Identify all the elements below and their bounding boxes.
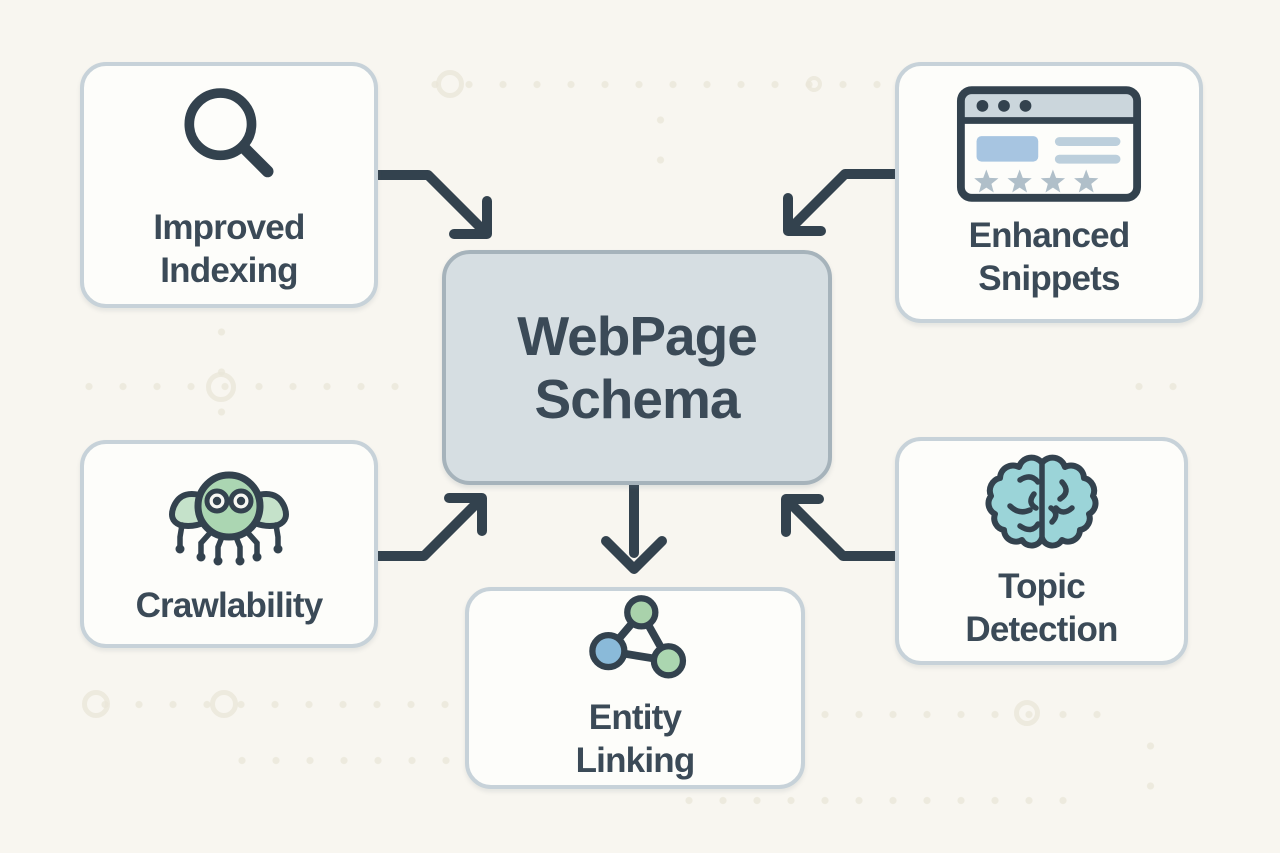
background-dots: [656, 100, 665, 192]
background-dots: [72, 382, 402, 391]
node-label: Enhanced Snippets: [968, 215, 1131, 298]
background-dots: [418, 80, 888, 89]
background-dots: [1146, 726, 1155, 806]
arrow-topic-detection-to-center: [781, 494, 900, 561]
node-label: Improved Indexing: [153, 208, 305, 290]
background-ring: [82, 690, 110, 718]
node-crawlability: Crawlability: [80, 440, 378, 648]
brain-icon: [985, 454, 1098, 549]
arrow-enhanced-snippets-to-center: [783, 169, 900, 236]
background-dots: [88, 700, 460, 709]
background-ring: [436, 70, 464, 98]
background-dots: [672, 710, 1102, 719]
node-label: Entity Linking: [575, 698, 696, 780]
node-topic-detection: Topic Detection: [895, 437, 1188, 665]
background-ring: [1014, 700, 1040, 726]
node-enhanced-snippets: Enhanced Snippets: [895, 62, 1203, 323]
arrow-center-to-entity-linking: [601, 478, 667, 574]
center-title-line1: WebPage: [517, 304, 758, 367]
arrow-improved-indexing-to-center: [373, 170, 492, 239]
arrow-crawlability-to-center: [373, 493, 487, 561]
rating-stars: [974, 169, 1099, 193]
background-ring: [210, 690, 238, 718]
node-label: Crawlability: [135, 585, 324, 625]
background-dots: [217, 312, 226, 430]
background-dots: [1122, 382, 1192, 391]
center-title: WebPage Schema: [517, 304, 758, 430]
node-webpage-schema: WebPage Schema: [442, 250, 832, 485]
browser-snippet-icon: [956, 86, 1142, 202]
background-ring: [806, 76, 822, 92]
node-label: Topic Detection: [965, 567, 1118, 649]
center-title-line2: Schema: [534, 367, 741, 430]
background-dots: [672, 796, 1092, 805]
node-improved-indexing: Improved Indexing: [80, 62, 378, 308]
spider-icon: [169, 471, 289, 566]
node-entity-linking: Entity Linking: [465, 587, 805, 789]
magnifier-icon: [184, 88, 274, 178]
background-dots: [225, 756, 455, 765]
linked-nodes-icon: [589, 595, 687, 679]
